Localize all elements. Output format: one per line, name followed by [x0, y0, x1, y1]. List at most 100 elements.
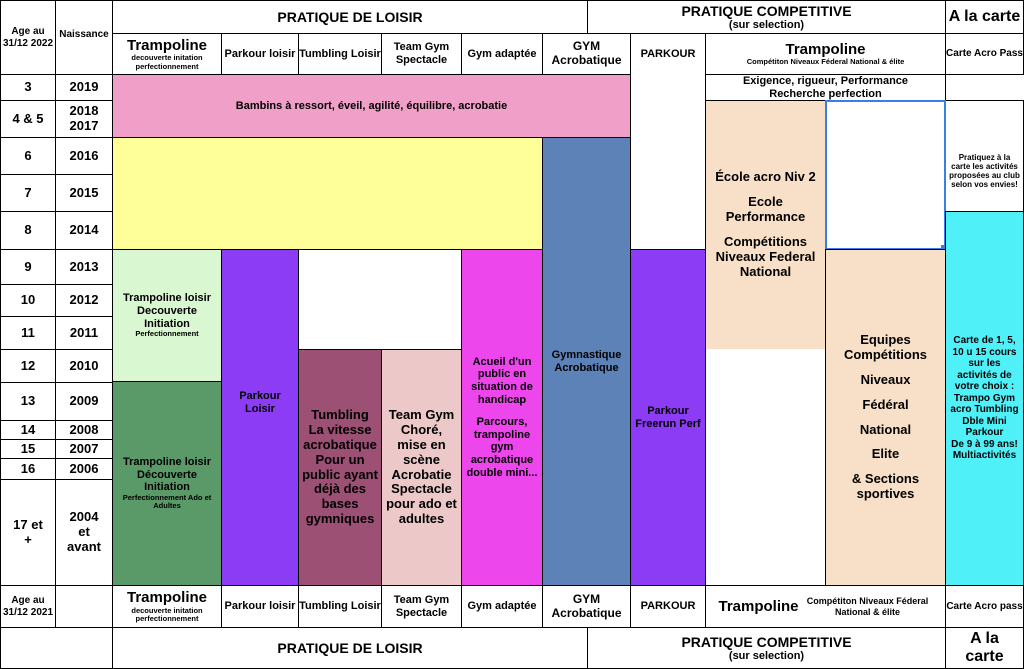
tumbling-text: Tumbling La vitesse acrobatique Pour un …	[302, 406, 378, 527]
gym-acro-text: Gymnastique Acrobatique	[551, 348, 622, 374]
tramp-loisir-title: Trampoline loisir Decouverte Initiation	[122, 292, 212, 330]
col-gym-adaptee-bottom-label: Gym adaptée	[467, 600, 537, 613]
carte-text-1: Carte de 1, 5, 10 u 15 cours sur les act…	[950, 335, 1019, 439]
col-tumbling-loisir-bottom: Tumbling Loisir	[298, 585, 382, 628]
pratique-competitive-header-top: PRATIQUE COMPETITIVE (sur selection)	[587, 0, 946, 34]
col-team-gym-bottom: Team Gym Spectacle	[381, 585, 462, 628]
tramp-loisir-adult-block: Trampoline loisir Découverte Initiation …	[112, 381, 222, 586]
col-parkour-loisir-top: Parkour loisir	[221, 33, 299, 75]
age-header-bottom-label: Age au 31/12 2021	[2, 595, 54, 618]
a-la-carte-header-bottom: A la carte	[945, 627, 1024, 669]
equipes-text-6: & Sections sportives	[851, 471, 920, 502]
bottom-left-empty	[0, 627, 113, 669]
age-value: 16	[20, 460, 36, 476]
col-carte-acro-bottom-label: Carte Acro pass	[946, 600, 1023, 612]
year-cell: 2008	[55, 420, 113, 440]
col-trampoline-comp-bottom: Trampoline Compétiton Niveaux Féderal Na…	[705, 585, 946, 628]
parkour-freerun-text: Parkour Freerun Perf	[635, 404, 701, 430]
tumbling-block: Tumbling La vitesse acrobatique Pour un …	[298, 349, 382, 586]
equipes-text-2: Niveaux	[860, 371, 911, 387]
pratiquez-text: Pratiquez à la carte les activités propo…	[949, 152, 1020, 190]
year-value: 2009	[69, 393, 99, 409]
team-gym-text: Team Gym Choré, mise en scène Acrobatie …	[386, 406, 457, 527]
age-cell: 14	[0, 420, 56, 440]
age-value: 17 et +	[13, 516, 43, 547]
tramp-loisir2-title: Trampoline loisir Découverte Initiation	[122, 455, 212, 494]
age-cell: 9	[0, 249, 56, 285]
ecole-text-2: Ecole Performance	[725, 194, 806, 225]
age-cell: 11	[0, 316, 56, 350]
year-value: 2008	[69, 421, 99, 437]
year-value: 2018 2017	[69, 103, 99, 133]
col-parkour-bottom-label: PARKOUR	[640, 600, 696, 613]
naissance-header: Naissance	[55, 0, 113, 75]
year-cell: 2010	[55, 349, 113, 383]
col-tumbling-loisir-top: Tumbling Loisir	[298, 33, 382, 75]
a-la-carte-bottom-label: A la carte	[965, 629, 1004, 665]
year-cell: 2013	[55, 249, 113, 285]
naissance-label: Naissance	[59, 29, 109, 40]
year-value: 2016	[69, 147, 99, 163]
pratique-loisir-bottom-label: PRATIQUE DE LOISIR	[277, 639, 423, 656]
col-trampoline-bottom-sub: decouverte initation perfectionnement	[131, 605, 203, 624]
sur-selection-label: (sur selection)	[728, 18, 805, 31]
parkour-freerun-block: Parkour Freerun Perf	[630, 249, 706, 586]
parkour-loisir-text: Parkour Loisir	[239, 389, 281, 415]
col-parkour-loisir-bottom-label: Parkour loisir	[224, 600, 296, 613]
age-value: 12	[20, 357, 36, 373]
a-la-carte-header-top: A la carte	[945, 0, 1024, 34]
col-trampoline-comp-bottom-sub: Compétiton Niveaux Féderal National & él…	[806, 596, 929, 617]
gym-acro-block: Gymnastique Acrobatique	[542, 137, 631, 586]
age-value: 14	[20, 421, 36, 437]
col-parkour-loisir-label: Parkour loisir	[224, 47, 296, 60]
age-value: 7	[24, 184, 32, 200]
col-trampoline-comp-sub: Compétiton Niveaux Féderal National & él…	[746, 57, 905, 67]
year-value: 2011	[69, 324, 99, 340]
age-cell: 6	[0, 137, 56, 175]
yellow-block	[112, 137, 543, 250]
year-value: 2007	[69, 440, 99, 456]
selected-cell[interactable]	[825, 100, 946, 250]
tramp-loisir2-sub: Perfectionnement Ado et Adultes	[122, 492, 212, 511]
col-gym-adaptee-label: Gym adaptée	[467, 47, 537, 60]
year-cell: 2019	[55, 74, 113, 101]
col-gym-acro-bottom: GYM Acrobatique	[542, 585, 631, 628]
age-cell: 8	[0, 211, 56, 250]
equipes-text-3: Fédéral	[862, 396, 909, 412]
year-cell: 2006	[55, 458, 113, 480]
ecole-text-3: Compétitions Niveaux Federal National	[715, 234, 816, 279]
equipes-text-4: National	[859, 421, 912, 437]
tramp-loisir-block: Trampoline loisir Decouverte Initiation …	[112, 249, 222, 382]
tramp-loisir-sub: Perfectionnement	[135, 329, 199, 339]
pratique-competitive-label: PRATIQUE COMPETITIVE	[681, 2, 852, 19]
col-tumbling-loisir-bottom-label: Tumbling Loisir	[299, 600, 381, 613]
sur-selection-bottom-label: (sur selection)	[728, 649, 805, 662]
col-trampoline-top: Trampoline decouverte initation perfecti…	[112, 33, 222, 75]
col-carte-acro-label: Carte Acro Pass	[946, 48, 1023, 60]
col-trampoline-comp-label: Trampoline	[785, 41, 866, 59]
year-cell: 2011	[55, 316, 113, 350]
carte-block: Carte de 1, 5, 10 u 15 cours sur les act…	[945, 211, 1024, 586]
col-trampoline-bottom-label: Trampoline	[126, 589, 208, 607]
col-parkour-top: PARKOUR	[630, 33, 706, 75]
col-gym-acro-bottom-label: GYM Acrobatique	[551, 591, 622, 620]
equipes-text-1: Equipes Compétitions	[843, 331, 928, 362]
year-cell: 2015	[55, 174, 113, 212]
age-header-label: Age au 31/12 2022	[2, 26, 54, 49]
col-gym-adaptee-bottom: Gym adaptée	[461, 585, 543, 628]
col-team-gym-top: Team Gym Spectacle	[381, 33, 462, 75]
year-cell: 2014	[55, 211, 113, 250]
selection-handle[interactable]	[941, 245, 948, 252]
recherche-text: Recherche perfection	[769, 87, 882, 100]
gym-adaptee-text-1: Acueil d'un public en situation de handi…	[471, 355, 533, 406]
year-value: 2004 et avant	[67, 509, 101, 554]
age-value: 11	[21, 324, 35, 340]
year-cell: 2007	[55, 439, 113, 459]
col-trampoline-bottom: Trampoline decouverte initation perfecti…	[112, 585, 222, 628]
col-carte-acro-top: Carte Acro Pass	[945, 33, 1024, 75]
age-cell: 3	[0, 74, 56, 101]
ecole-acro-block: École acro Niv 2 Ecole Performance Compé…	[705, 100, 826, 350]
year-cell: 2012	[55, 284, 113, 317]
exigence-text: Exigence, rigueur, Performance	[742, 74, 909, 87]
